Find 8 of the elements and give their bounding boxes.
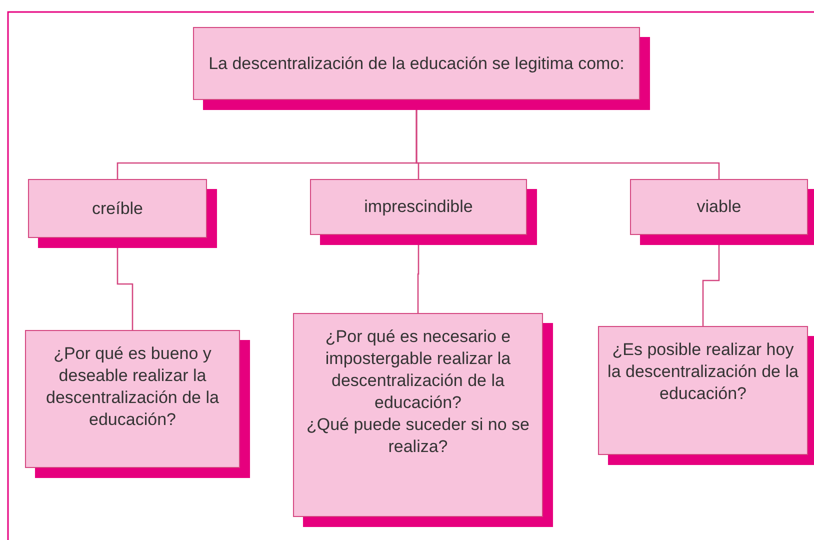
box-text: ¿Por qué es bueno y deseable realizar la descentralización de la educación? xyxy=(45,343,220,431)
box-text: La descentralización de la educación se legitima como: xyxy=(208,52,624,74)
box-text: creíble xyxy=(92,198,144,220)
box-text: ¿Es posible realizar hoy la descentralización de la educación? xyxy=(607,339,799,405)
box-text: viable xyxy=(696,196,742,218)
box-text: imprescindible xyxy=(364,196,473,218)
box-text: ¿Qué puede suceder si no se realiza? xyxy=(305,414,531,458)
box-text: ¿Por qué es necesario e impostergable realizar la descentralización de la educación? xyxy=(324,326,512,414)
